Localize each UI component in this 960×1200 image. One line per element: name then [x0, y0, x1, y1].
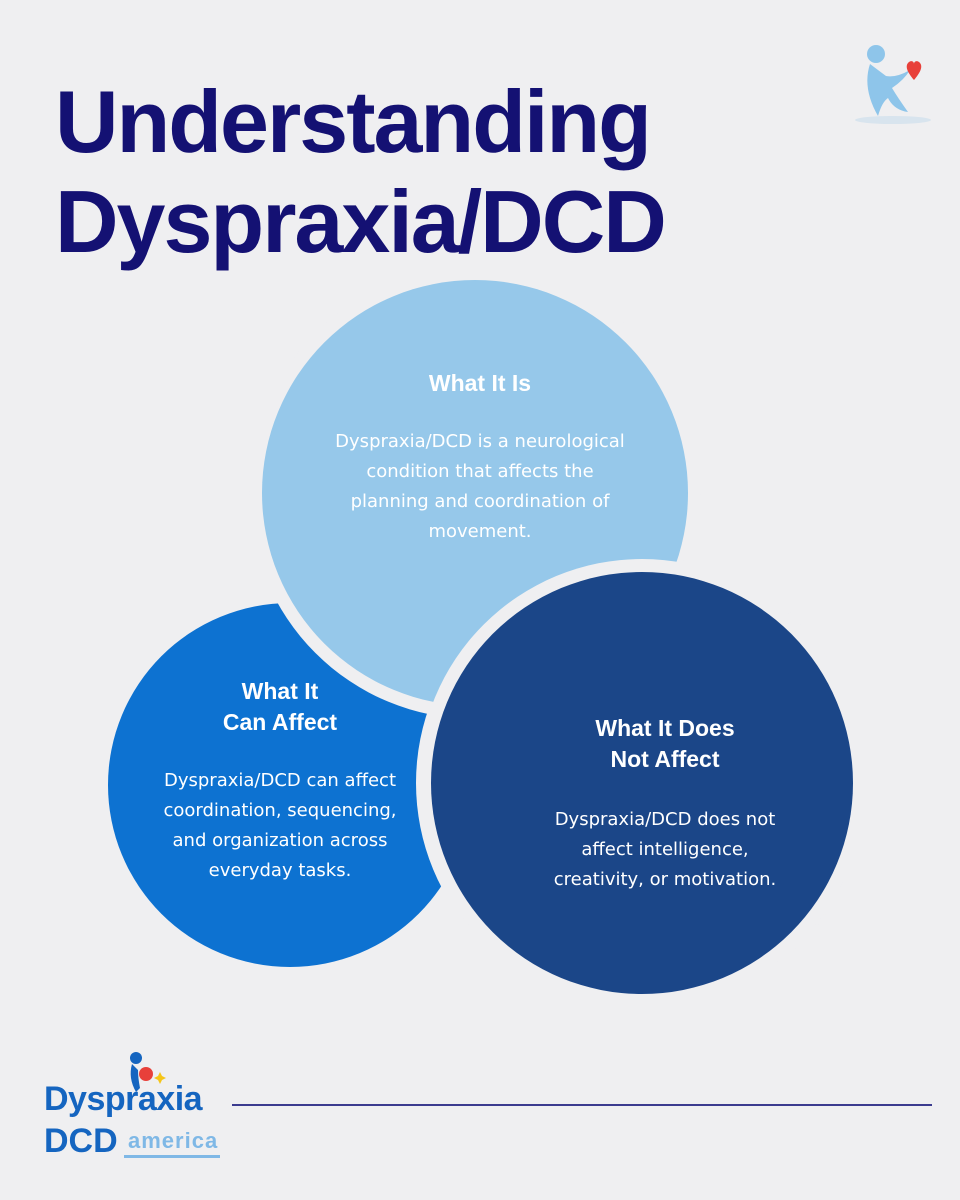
what-it-is-section: What It Is Dyspraxia/DCD is a neurologic… — [330, 368, 630, 547]
brand-tagline: america — [128, 1128, 219, 1153]
brand-name-line-1: Dyspraxia — [44, 1080, 203, 1118]
what-it-is-heading: What It Is — [428, 370, 532, 396]
does-not-affect-heading-line-1: What It Does — [595, 715, 735, 741]
what-it-is-body: Dyspraxia/DCD is a neurological conditio… — [335, 431, 625, 542]
can-affect-heading: What It Can Affect — [150, 676, 410, 738]
can-affect-section: What It Can Affect Dyspraxia/DCD can aff… — [150, 676, 410, 886]
page-title-line-2: Dyspraxia/DCD — [55, 172, 667, 271]
circle-does-not-affect — [431, 572, 853, 994]
person-heart-icon — [855, 45, 931, 124]
page-title: Understanding Dyspraxia/DCD — [55, 72, 667, 272]
page-title-line-1: Understanding — [55, 72, 652, 171]
does-not-affect-section: What It Does Not Affect Dyspraxia/DCD do… — [535, 713, 795, 895]
can-affect-body: Dyspraxia/DCD can affect coordination, s… — [163, 770, 397, 881]
brand-name-line-2: DCD — [44, 1122, 118, 1160]
does-not-affect-heading: What It Does Not Affect — [535, 713, 795, 775]
brand-tagline-underline — [124, 1155, 220, 1158]
footer-divider — [232, 1104, 932, 1106]
can-affect-heading-line-1: What It — [241, 678, 319, 704]
does-not-affect-body: Dyspraxia/DCD does not affect intelligen… — [553, 809, 777, 890]
brand-logo-mark — [130, 1052, 166, 1092]
can-affect-heading-line-2: Can Affect — [222, 709, 338, 735]
does-not-affect-heading-line-2: Not Affect — [610, 746, 720, 772]
